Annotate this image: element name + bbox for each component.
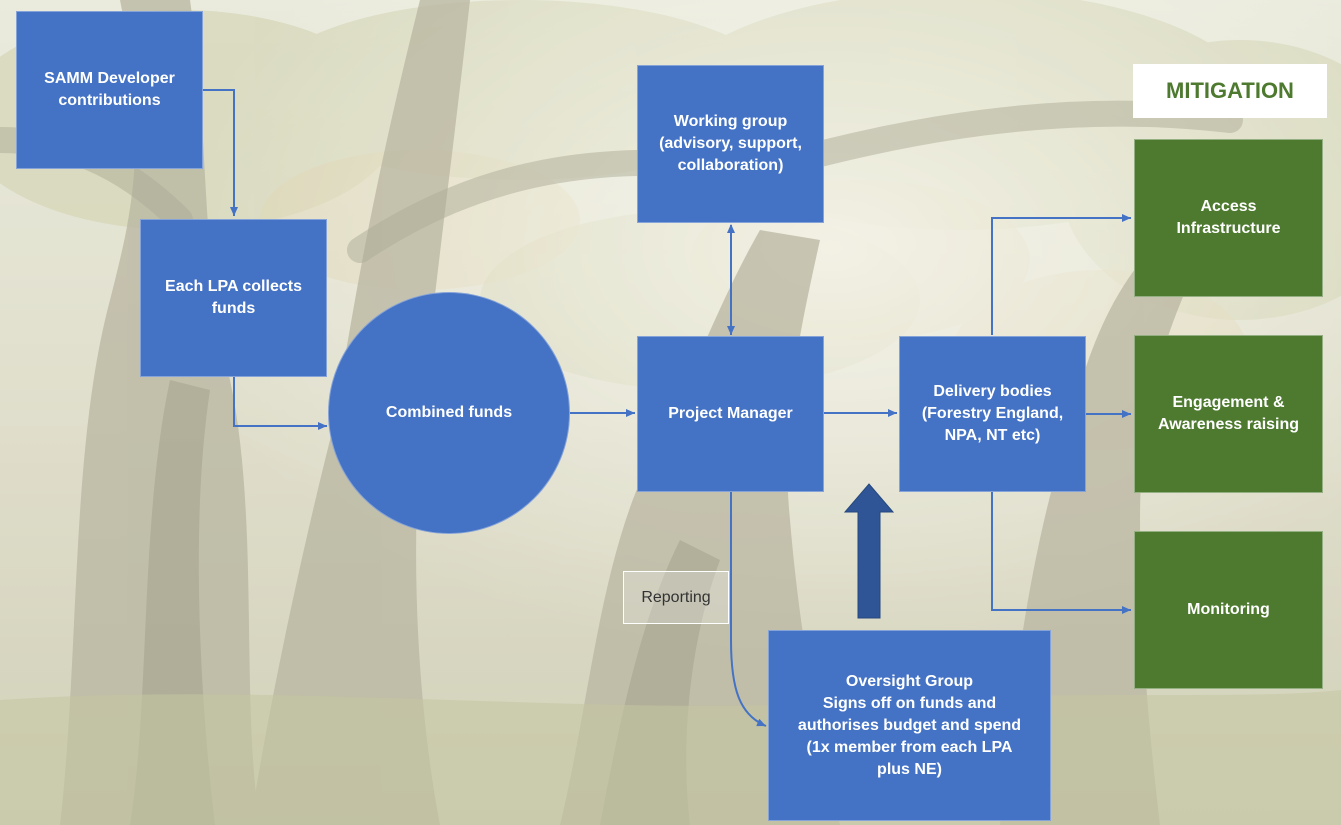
- pm-label: Project Manager: [668, 405, 793, 422]
- edge-pm-to-oversight-reporting: [730, 492, 767, 727]
- mitigation-title: MITIGATION: [1133, 64, 1327, 118]
- lpa-collects-funds-box: Each LPA collects funds: [140, 219, 327, 377]
- project-manager-box: Project Manager: [637, 336, 824, 492]
- reporting-label: Reporting: [623, 571, 729, 624]
- access-label: Access Infrastructure: [1176, 198, 1281, 237]
- delivery-bodies-box: Delivery bodies (Forestry England, NPA, …: [899, 336, 1086, 492]
- monitoring-box: Monitoring: [1134, 531, 1323, 689]
- edge-delivery-to-access: [991, 214, 1131, 335]
- combined-label: Combined funds: [385, 404, 513, 421]
- delivery-label: Delivery bodies (Forestry England, NPA, …: [921, 383, 1064, 444]
- oversight-group-box: Oversight Group Signs off on funds and a…: [768, 630, 1051, 821]
- big-up-arrow: [843, 483, 895, 619]
- oversight-label: Oversight Group Signs off on funds and a…: [797, 672, 1022, 778]
- monitoring-label: Monitoring: [1187, 601, 1270, 618]
- edge-delivery-to-monitoring: [991, 492, 1131, 614]
- combined-funds-circle: Combined funds: [328, 292, 570, 534]
- samm-label: SAMM Developer contributions: [44, 70, 175, 109]
- edge-samm-to-lpa: [203, 89, 238, 216]
- engagement-label: Engagement & Awareness raising: [1157, 394, 1300, 433]
- access-infrastructure-box: Access Infrastructure: [1134, 139, 1323, 297]
- lpa-label: Each LPA collects funds: [165, 278, 302, 317]
- edge-lpa-to-combined: [233, 377, 327, 430]
- samm-developer-contributions-box: SAMM Developer contributions: [16, 11, 203, 169]
- working-group-box: Working group (advisory, support, collab…: [637, 65, 824, 223]
- working-label: Working group (advisory, support, collab…: [659, 113, 802, 174]
- engagement-awareness-box: Engagement & Awareness raising: [1134, 335, 1323, 493]
